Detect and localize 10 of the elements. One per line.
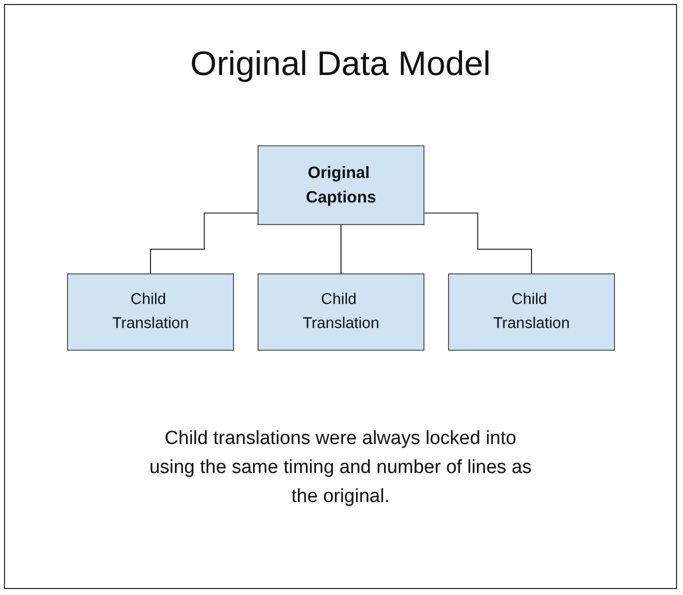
diagram-title: Original Data Model: [190, 45, 491, 84]
connector: [150, 212, 258, 274]
connector: [340, 224, 341, 274]
connector: [422, 212, 532, 274]
node-box: [257, 145, 424, 225]
node-box: [66, 273, 234, 351]
node-box: [448, 273, 614, 351]
caption: Child translations were always locked into using the same timing and number of lines as the original.: [148, 427, 533, 509]
diagram-frame: Original Data Model Original Captions Child Translation Child Translation Child Translation Child translations were always locked into using the same timing and number of lines as the original.: [4, 4, 677, 589]
node-box: [257, 273, 424, 351]
